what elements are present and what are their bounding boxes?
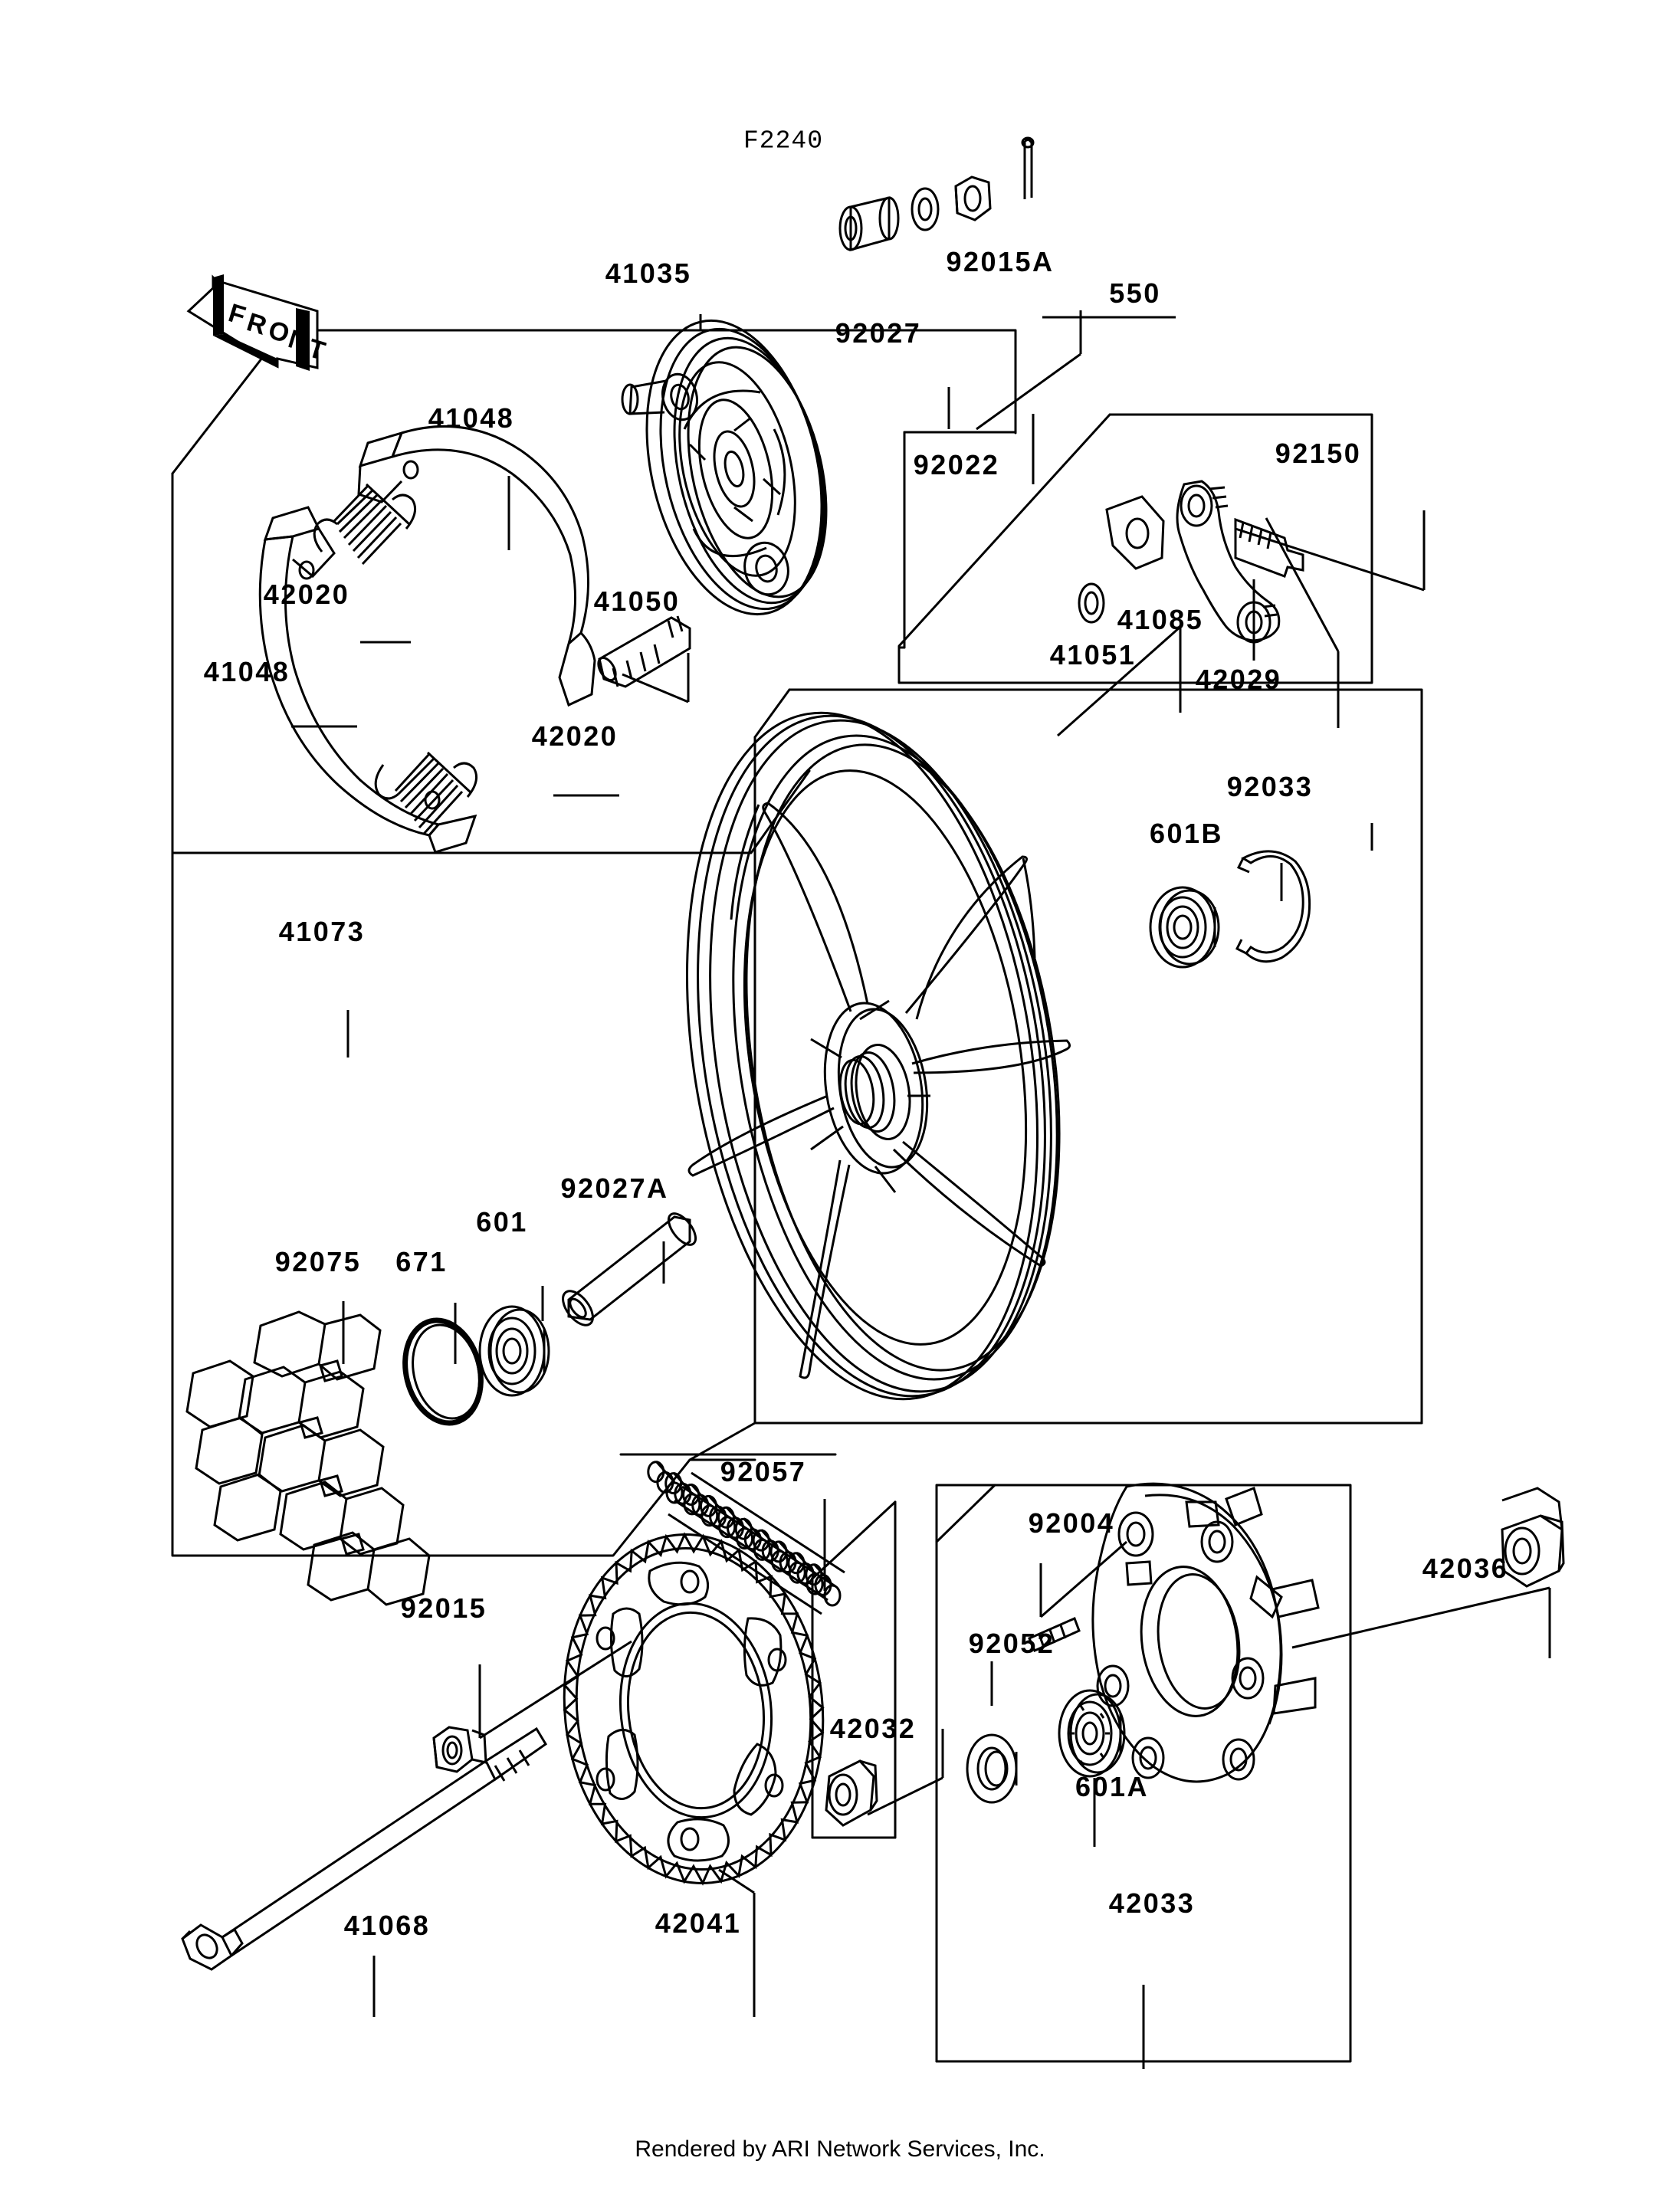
front-arrow-svg: F R O N T (186, 274, 329, 371)
callout-rear-hub-coupling: 42033 (1108, 1887, 1196, 1919)
callout-brake-cam: 41050 (593, 585, 681, 617)
callout-brake-shoe-spring-upper: 42020 (263, 579, 350, 610)
callout-brake-wear-indicator: 41085 (1117, 604, 1204, 635)
callout-brake-shoe-upper: 41048 (428, 402, 515, 434)
footer-credit: Rendered by ARI Network Services, Inc. (635, 2136, 1045, 2162)
front-direction-arrow-icon: F R O N T (181, 251, 329, 385)
callout-stud-bolt: 92004 (1028, 1507, 1115, 1539)
callout-bolt: 92150 (1275, 438, 1362, 469)
callout-brake-shoe-spring-lower: 42020 (531, 720, 619, 752)
callout-damper-rubber: 92075 (274, 1246, 362, 1277)
callout-o-ring: 671 (395, 1246, 448, 1277)
callout-brake-shoe-lower: 41048 (203, 656, 290, 687)
callout-spacer-collar: 42032 (829, 1713, 917, 1744)
callout-cotter-pin-nut: 92015A (946, 246, 1055, 277)
callout-rear-axle: 41068 (343, 1910, 431, 1941)
callout-brake-cam-lever: 42029 (1195, 664, 1282, 695)
callout-coupling-bearing: 601A (1075, 1771, 1150, 1802)
diagram-id: F2240 (743, 126, 824, 156)
callout-wheel-bearing-left: 601 (476, 1206, 528, 1238)
callout-sleeve-collar: 42036 (1422, 1553, 1509, 1584)
callout-rear-wheel-rim: 41073 (278, 916, 366, 947)
callout-cotter-pin: 550 (1109, 277, 1161, 309)
callout-washer: 92022 (913, 449, 1000, 480)
callout-brake-cam-seal: 41051 (1049, 639, 1137, 671)
callout-collar: 92027 (835, 317, 922, 349)
callout-rear-sprocket: 42041 (655, 1907, 742, 1939)
callout-brake-panel: 41035 (605, 257, 692, 289)
callout-drive-chain: 92057 (720, 1456, 807, 1487)
callout-distance-collar: 92027A (560, 1172, 669, 1204)
callout-sprocket-nut: 92015 (400, 1592, 487, 1624)
callout-wheel-bearing-right: 601B (1149, 818, 1224, 849)
callout-circlip: 92033 (1226, 771, 1314, 802)
callout-oil-seal-washer: 92052 (968, 1628, 1055, 1659)
